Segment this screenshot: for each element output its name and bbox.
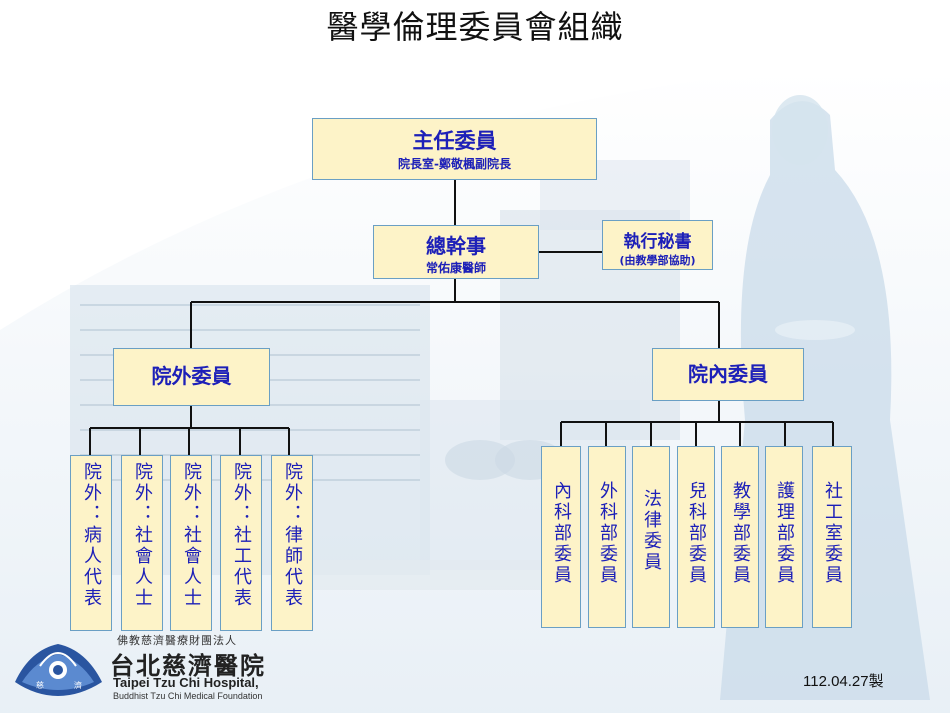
internal-member-box: 法律委員 [632,446,670,628]
logo-english-name: Taipei Tzu Chi Hospital, [113,675,259,690]
tzu-chi-logo-icon: 慈 濟 [15,644,102,696]
external-member-label: 院外：社會人士 [181,462,202,609]
external-members-box: 院外委員 [113,348,270,406]
page-title: 醫學倫理委員會組織 [326,8,624,46]
external-member-box: 院外：社會人士 [121,455,163,631]
external-member-box: 院外：社工代表 [220,455,262,631]
internal-member-box: 護理部委員 [765,446,803,628]
internal-member-label: 護理部委員 [774,481,795,586]
director-subtitle: 院長室-鄭敬楓副院長 [398,157,511,171]
external-member-label: 院外：社會人士 [132,462,153,609]
internal-member-box: 外科部委員 [588,446,626,628]
executive-secretary-title: 執行秘書 [623,232,692,252]
svg-text:慈: 慈 [36,680,44,690]
internal-member-label: 教學部委員 [730,481,751,586]
internal-member-label: 兒科部委員 [686,481,707,586]
executive-secretary-subtitle: (由教學部協助) [619,254,696,267]
external-member-box: 院外：社會人士 [170,455,212,631]
external-member-label: 院外：病人代表 [81,462,102,609]
director-title: 主任委員 [412,129,497,153]
external-members-title: 院外委員 [151,364,232,388]
secretary-general-box: 總幹事 常佑康醫師 [373,225,539,279]
secretary-general-subtitle: 常佑康醫師 [425,261,486,275]
external-member-box: 院外：律師代表 [271,455,313,631]
logo-english-subtitle: Buddhist Tzu Chi Medical Foundation [113,691,263,701]
svg-text:濟: 濟 [74,680,82,690]
footer-date: 112.04.27製 [803,673,884,690]
internal-member-box: 社工室委員 [812,446,852,628]
internal-members-title: 院內委員 [688,362,768,386]
internal-member-label: 內科部委員 [551,481,572,586]
executive-secretary-box: 執行秘書 (由教學部協助) [602,220,713,270]
internal-member-label: 法律委員 [641,489,662,573]
internal-members-box: 院內委員 [652,348,804,401]
internal-member-box: 內科部委員 [541,446,581,628]
external-member-box: 院外：病人代表 [70,455,112,631]
internal-member-box: 教學部委員 [721,446,759,628]
external-member-label: 院外：律師代表 [282,462,303,609]
internal-member-box: 兒科部委員 [677,446,715,628]
logo-chinese-name: 台北慈濟醫院 [110,651,266,680]
director-box: 主任委員 院長室-鄭敬楓副院長 [312,118,597,180]
external-member-label: 院外：社工代表 [231,462,252,609]
logo-org-line: 佛教慈濟醫療財團法人 [117,634,237,647]
internal-member-label: 外科部委員 [597,481,618,586]
internal-member-label: 社工室委員 [822,481,843,586]
secretary-general-title: 總幹事 [426,234,486,258]
